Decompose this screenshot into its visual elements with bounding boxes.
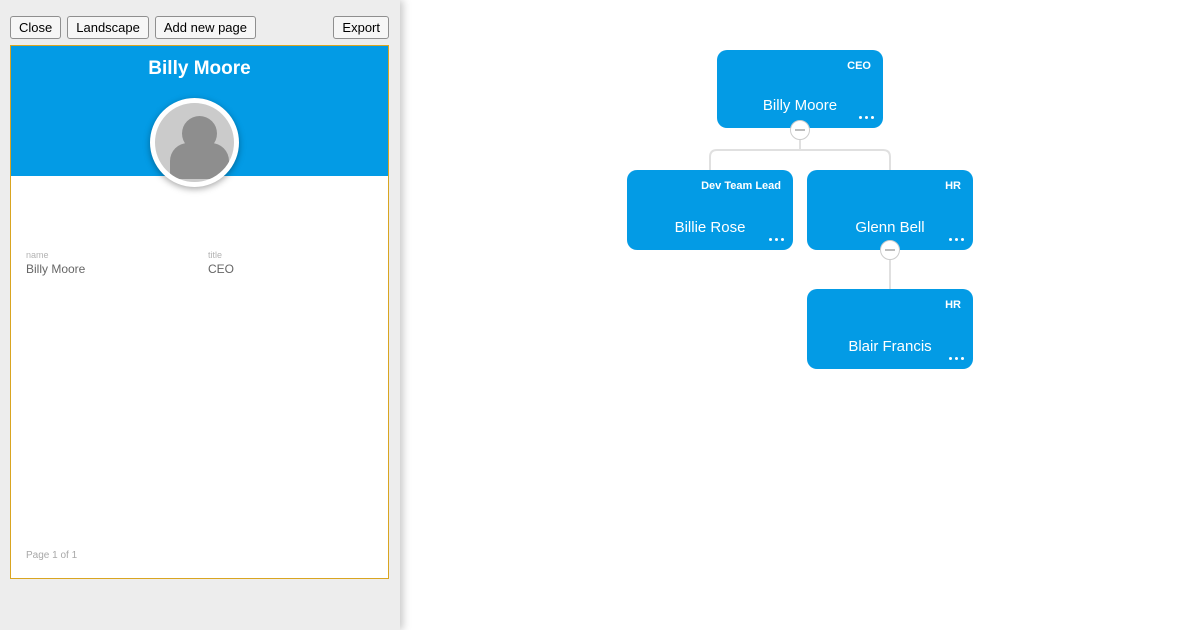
org-node-blair-francis[interactable]: HR Blair Francis	[807, 289, 973, 369]
org-node-glenn-bell[interactable]: HR Glenn Bell	[807, 170, 973, 250]
node-title: HR	[945, 180, 961, 192]
field-name-label: name	[26, 250, 49, 260]
avatar	[150, 98, 239, 187]
node-name: Glenn Bell	[855, 219, 925, 236]
collapse-toggle-icon[interactable]	[880, 240, 900, 260]
connector-lines	[709, 140, 891, 289]
landscape-button[interactable]: Landscape	[67, 16, 149, 39]
print-preview-panel: Close Landscape Add new page Export Bill…	[0, 0, 400, 630]
node-name: Billie Rose	[674, 219, 746, 236]
node-title: HR	[945, 299, 961, 311]
node-menu-icon[interactable]	[769, 238, 784, 241]
field-title: title CEO	[208, 250, 234, 276]
field-title-label: title	[208, 250, 223, 260]
org-chart-canvas: CEO Billy Moore Dev Team Lead Billie Ros…	[400, 0, 1200, 630]
field-title-value: CEO	[208, 262, 235, 276]
collapse-toggle-icon[interactable]	[790, 120, 810, 140]
page-number: Page 1 of 1	[26, 550, 78, 561]
org-node-billie-rose[interactable]: Dev Team Lead Billie Rose	[627, 170, 793, 250]
node-menu-icon[interactable]	[859, 116, 874, 119]
node-title: Dev Team Lead	[701, 180, 781, 192]
export-button[interactable]: Export	[333, 16, 389, 39]
page-header-name: Billy Moore	[148, 58, 251, 79]
field-name-value: Billy Moore	[26, 262, 86, 276]
node-name: Blair Francis	[848, 338, 932, 355]
node-name: Billy Moore	[762, 97, 838, 114]
person-silhouette-icon	[170, 143, 229, 179]
add-new-page-button[interactable]: Add new page	[154, 16, 256, 39]
page-preview: Billy Moore name Billy Moore title CEO P…	[10, 45, 389, 579]
preview-toolbar: Close Landscape Add new page Export	[10, 16, 389, 39]
field-name: name Billy Moore	[26, 250, 85, 276]
node-menu-icon[interactable]	[949, 238, 964, 241]
org-node-billy-moore[interactable]: CEO Billy Moore	[717, 50, 883, 128]
node-title: CEO	[847, 60, 871, 72]
node-menu-icon[interactable]	[949, 357, 964, 360]
close-button[interactable]: Close	[10, 16, 62, 39]
